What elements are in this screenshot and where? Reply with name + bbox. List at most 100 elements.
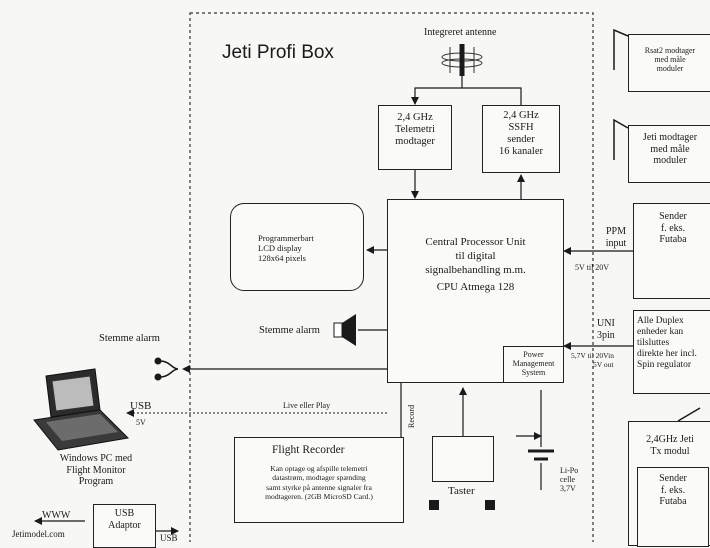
live-play-label: Live eller Play bbox=[283, 401, 331, 410]
sender-top-l2: f. eks. bbox=[660, 222, 686, 234]
battery-icon bbox=[516, 390, 554, 490]
jeti-rx-l2: med måle bbox=[650, 143, 690, 155]
taster-label: Taster bbox=[448, 485, 475, 497]
duplex-l3: tilsluttes bbox=[637, 337, 670, 348]
duplex-l4: direkte her incl. bbox=[637, 348, 697, 359]
usb-label: USB bbox=[130, 400, 152, 412]
jeti-rx-l3: moduler bbox=[653, 155, 687, 166]
lipo-l2: celle bbox=[560, 475, 576, 485]
uni-volt1: 5,7V til 20Vin bbox=[571, 351, 614, 360]
pms-l3: System bbox=[521, 368, 546, 378]
voice-alarm-inner-label: Stemme alarm bbox=[259, 325, 320, 336]
cpu-l2: til digital bbox=[455, 249, 496, 262]
pc-label: Windows PC med Flight Monitor Program bbox=[36, 453, 156, 488]
usb-adaptor-box bbox=[93, 504, 156, 548]
usb-voltage: 5V bbox=[136, 418, 146, 427]
rsat-label: Rsat2 modtager med måle moduler bbox=[628, 46, 710, 74]
lcd-label: Programmerbart LCD display 128x64 pixels bbox=[258, 233, 314, 263]
uni-l1: UNI bbox=[597, 318, 615, 329]
sender-top-l1: Sender bbox=[659, 211, 687, 222]
pms-box bbox=[503, 346, 564, 383]
pc-l3: Program bbox=[78, 476, 114, 487]
lipo-l1: Li-Po bbox=[560, 466, 579, 475]
flight-recorder-l1: Kan optage og afspille telemetri bbox=[270, 464, 368, 473]
cpu-l4: CPU Atmega 128 bbox=[436, 281, 515, 294]
lcd-l1: Programmerbart bbox=[258, 233, 314, 243]
uni-voltage: 5,7V til 20Vin 5V out bbox=[571, 351, 614, 369]
cpu-label: Central Processor Unit til digital signa… bbox=[387, 236, 564, 295]
duplex-l2: enheder kan bbox=[637, 326, 684, 337]
record-label: Record bbox=[407, 404, 416, 428]
telemetry-rx-l3: modtager bbox=[395, 136, 435, 148]
flight-recorder-desc: Kan optage og afspille telemetri datastr… bbox=[234, 464, 404, 502]
usb-adaptor-label: USB Adaptor bbox=[93, 508, 156, 531]
flight-recorder-l4: modtageren. (2GB MicroSD Card.) bbox=[265, 492, 373, 502]
duplex-label: Alle Duplex enheder kan tilsluttes direk… bbox=[637, 316, 697, 371]
lipo-label: Li-Po celle 3,7V bbox=[560, 466, 578, 494]
flight-recorder-title: Flight Recorder bbox=[272, 444, 345, 456]
telemetry-rx-l2: Telemetri bbox=[394, 124, 436, 136]
flight-recorder-l3: samt styrke på antenne signaler fra bbox=[266, 482, 372, 492]
flight-recorder-l2: datastrøm, modtager spænding bbox=[272, 473, 366, 483]
rsat-l2: med måle bbox=[654, 55, 686, 65]
laptop-icon bbox=[33, 368, 130, 451]
headphone-jack-icon bbox=[154, 357, 179, 381]
sender-bottom-box bbox=[637, 467, 709, 547]
website-label[interactable]: Jetimodel.com bbox=[12, 529, 65, 539]
sender-bottom-label: Sender f. eks. Futaba bbox=[637, 473, 709, 508]
cpu-l3: signalbehandling m.m. bbox=[425, 263, 526, 276]
lcd-display-box bbox=[230, 203, 364, 291]
www-label: WWW bbox=[42, 510, 71, 521]
antenna-label: Integreret antenne bbox=[424, 27, 497, 38]
tx-module-label: 2,4GHz Jeti Tx modul bbox=[628, 434, 710, 457]
speaker-icon bbox=[333, 314, 356, 346]
rsat-l3: moduler bbox=[656, 64, 684, 74]
sender-top-box bbox=[633, 203, 710, 299]
sender-top-label: Sender f. eks. Futaba bbox=[633, 211, 710, 246]
duplex-l1: Alle Duplex bbox=[637, 316, 684, 326]
tx-module-l1: 2,4GHz Jeti bbox=[646, 434, 694, 445]
ssfh-tx-l1: 2,4 GHz bbox=[503, 110, 539, 121]
antenna-icon bbox=[441, 44, 483, 76]
rsat-receiver-box bbox=[628, 34, 710, 92]
sender-bottom-l1: Sender bbox=[659, 473, 687, 484]
jeti-receiver-box bbox=[628, 125, 710, 183]
usb-small-label: USB bbox=[160, 533, 178, 543]
flight-recorder-box bbox=[234, 437, 404, 523]
usb-adaptor-l1: USB bbox=[114, 508, 135, 519]
jeti-rx-label: Jeti modtager med måle moduler bbox=[628, 132, 710, 167]
ssfh-tx-label: 2,4 GHz SSFH sender 16 kanaler bbox=[482, 110, 560, 158]
pms-label: Power Management System bbox=[503, 350, 564, 378]
profi-box-frame bbox=[189, 12, 594, 542]
voice-alarm-outer-label: Stemme alarm bbox=[99, 333, 160, 344]
telemetry-rx-l1: 2,4 GHz bbox=[397, 112, 433, 123]
telemetry-rx-label: 2,4 GHz Telemetri modtager bbox=[378, 112, 452, 148]
ppm-l1: PPM bbox=[605, 226, 626, 237]
lcd-l3: 128x64 pixels bbox=[258, 252, 306, 263]
ppm-l2: input bbox=[605, 237, 627, 249]
ppm-label: PPM input bbox=[596, 226, 636, 249]
uni-l2: 3pin bbox=[597, 329, 615, 341]
taster-box bbox=[432, 436, 494, 482]
duplex-l5: Spin regulator bbox=[637, 359, 692, 370]
uni-volt2: 5V out bbox=[593, 359, 614, 369]
usb-adaptor-l2: Adaptor bbox=[108, 519, 141, 531]
ssfh-tx-l2: SSFH bbox=[508, 122, 534, 134]
lcd-l2: LCD display bbox=[258, 242, 302, 253]
duplex-box bbox=[633, 310, 710, 394]
ssfh-tx-l4: 16 kanaler bbox=[498, 146, 544, 158]
sender-bottom-l3: Futaba bbox=[659, 496, 687, 507]
telemetry-receiver-box bbox=[378, 105, 452, 170]
uni-label: UNI 3pin bbox=[597, 318, 615, 341]
tx-module-l2: Tx modul bbox=[650, 445, 690, 457]
pms-l2: Management bbox=[512, 359, 555, 369]
ssfh-tx-l3: sender bbox=[507, 134, 535, 146]
diagram-title: Jeti Profi Box bbox=[222, 42, 334, 63]
pc-l1: Windows PC med bbox=[59, 453, 133, 464]
jeti-rx-l1: Jeti modtager bbox=[642, 132, 698, 143]
lipo-l3: 3,7V bbox=[560, 484, 576, 494]
sender-top-l3: Futaba bbox=[659, 234, 687, 245]
pc-l2: Flight Monitor bbox=[66, 464, 126, 476]
sender-bottom-l2: f. eks. bbox=[660, 484, 686, 496]
